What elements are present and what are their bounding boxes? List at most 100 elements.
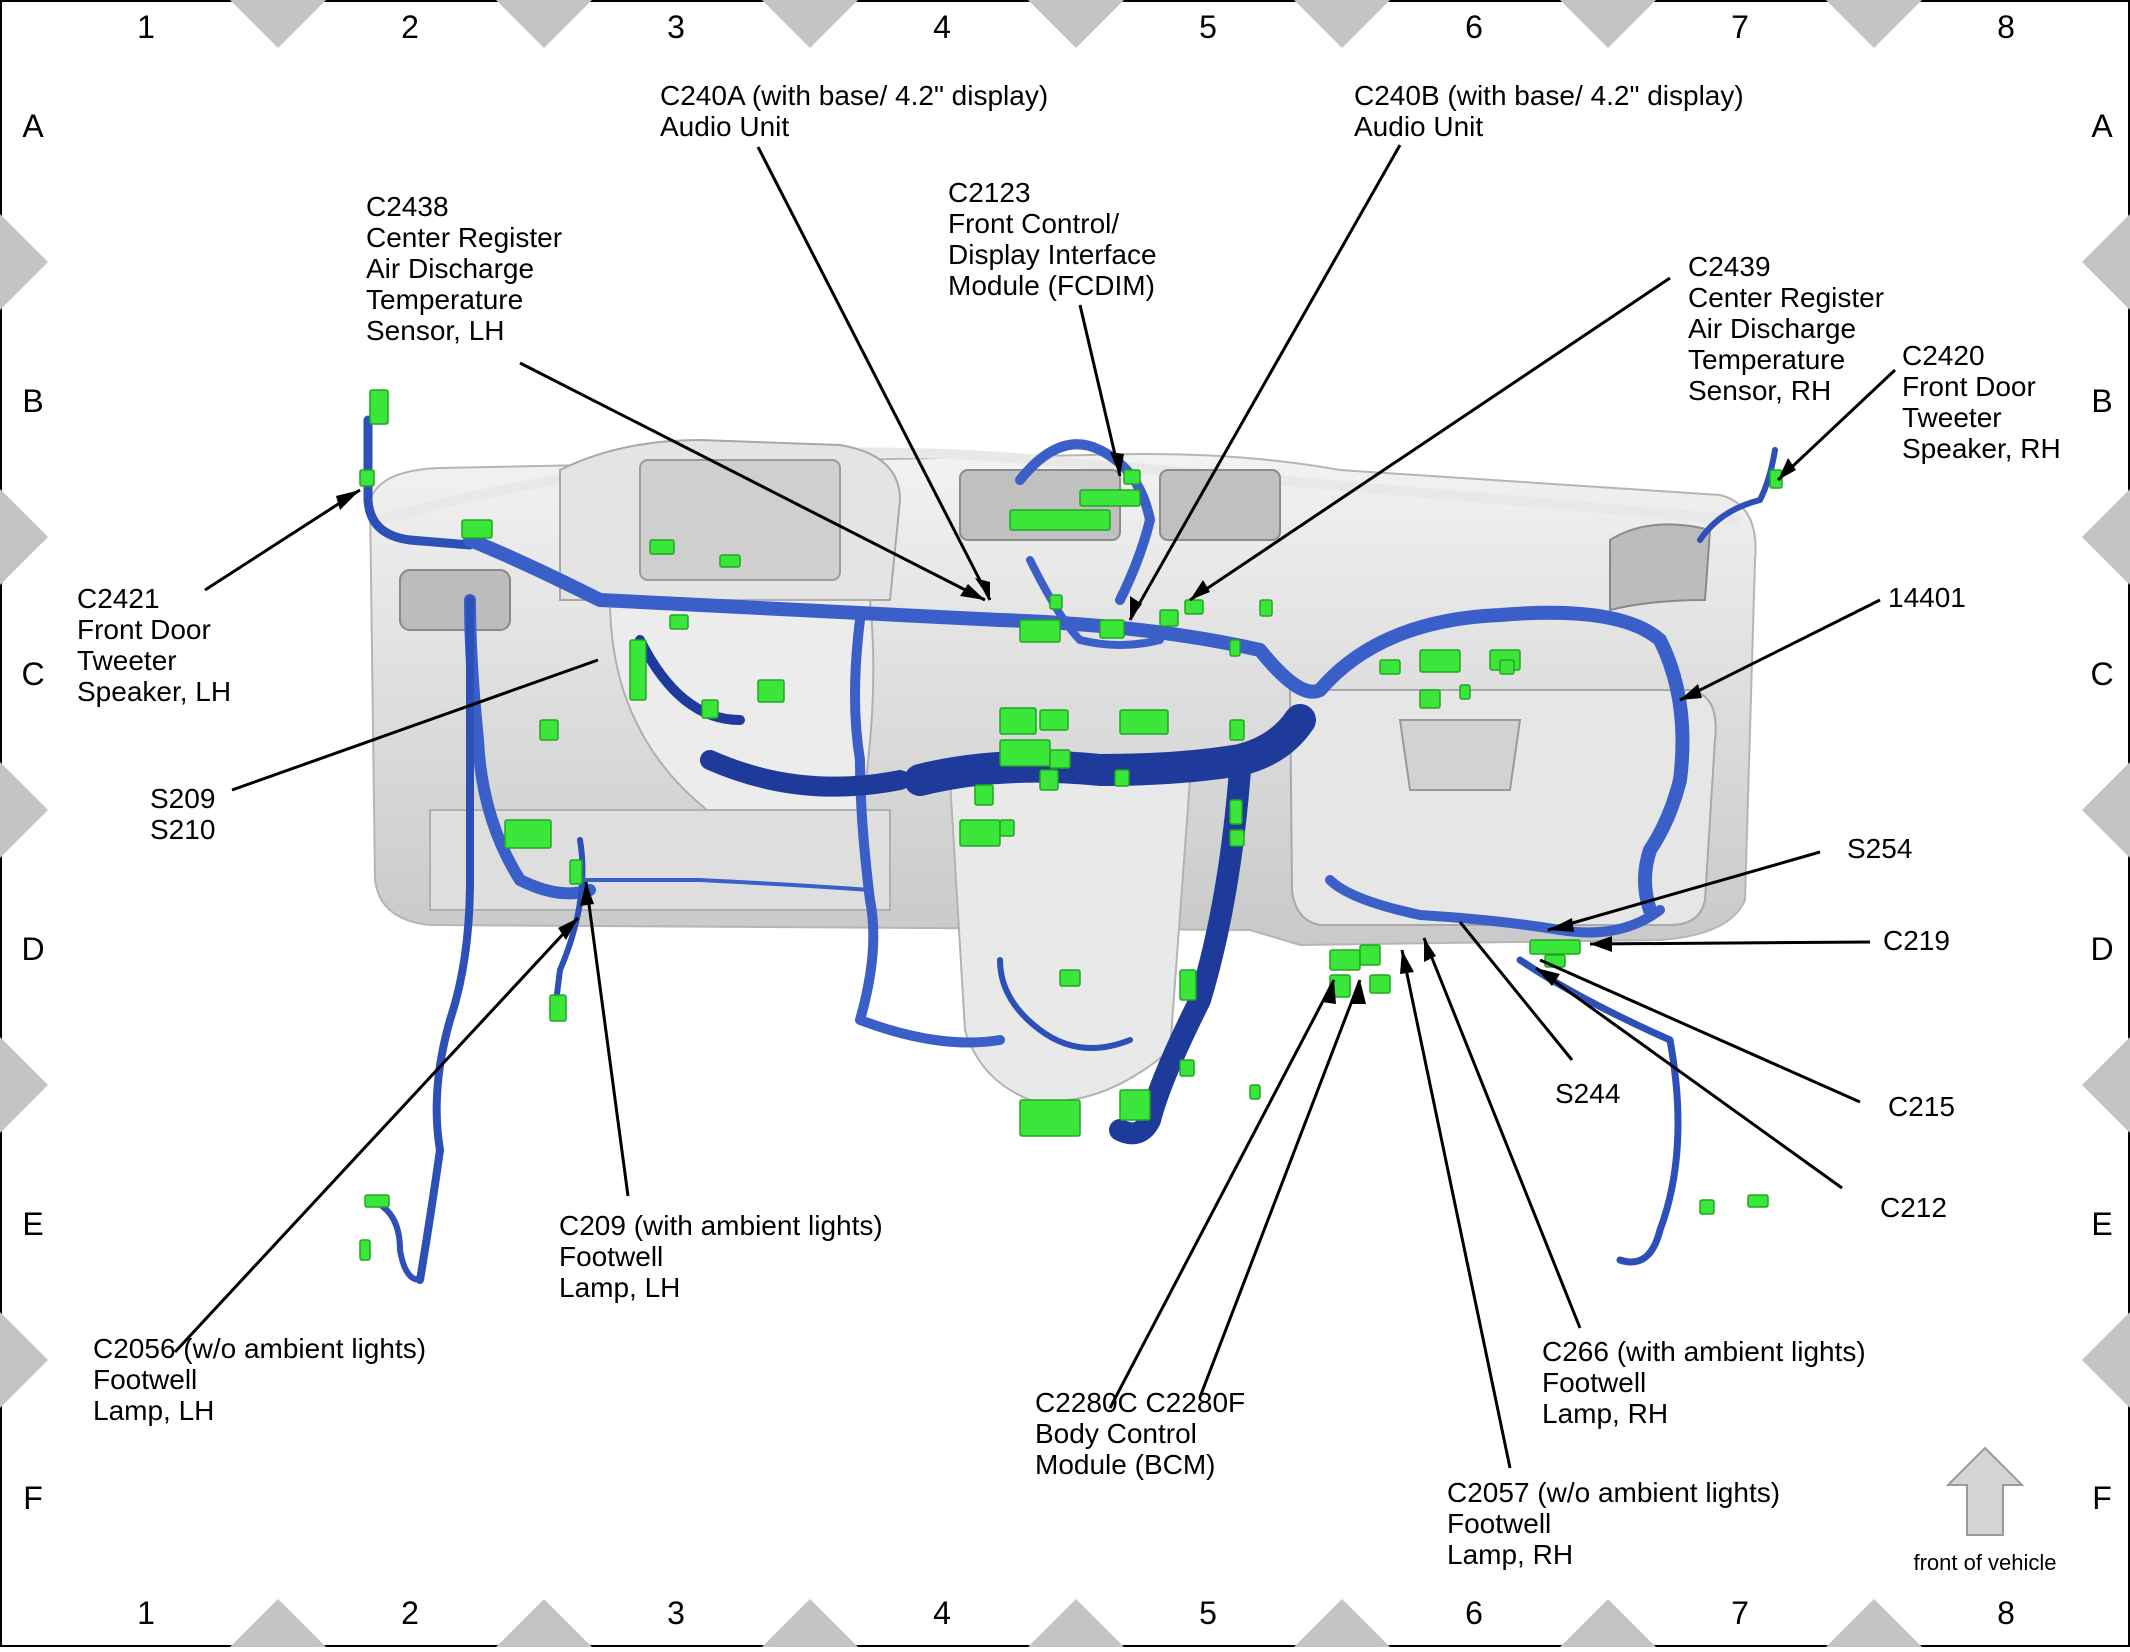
border-marker: [1028, 0, 1124, 48]
border-marker: [1560, 1599, 1656, 1652]
callout-line: Display Interface: [948, 239, 1157, 270]
connector-block: [1049, 749, 1071, 769]
border-marker: [762, 1599, 858, 1652]
callout-c219: C219: [1883, 925, 1950, 956]
leader-arrowheads: [336, 452, 1796, 1004]
callout-line: Front Control/: [948, 208, 1119, 239]
connector-block: [539, 719, 559, 741]
border-marker: [496, 0, 592, 48]
callout-line: Footwell: [1447, 1508, 1551, 1539]
connectors: [359, 389, 1783, 1261]
connector-block: [1119, 709, 1169, 735]
grid-column-label: 6: [1465, 1595, 1483, 1631]
grid-column-label: 4: [933, 1595, 951, 1631]
callout-line: Module (FCDIM): [948, 270, 1155, 301]
border-marker: [2082, 214, 2130, 310]
callout-c2056: C2056 (w/o ambient lights)FootwellLamp, …: [93, 1333, 426, 1426]
callout-line: Tweeter: [77, 645, 177, 676]
callout-line: S244: [1555, 1078, 1620, 1109]
border-marker: [1294, 1599, 1390, 1652]
connector-block: [1419, 689, 1441, 709]
connector-block: [1379, 659, 1401, 675]
connector-block: [1769, 469, 1783, 489]
grid-row-label: B: [22, 383, 43, 419]
connector-block: [569, 859, 583, 885]
callout-line: Tweeter: [1902, 402, 2002, 433]
leader-lines: [173, 144, 1897, 1469]
border-marker: [1560, 0, 1656, 48]
grid-column-label: 7: [1731, 9, 1749, 45]
connector-block: [364, 1194, 390, 1208]
border-marker: [2082, 762, 2130, 858]
connector-block: [1184, 599, 1204, 615]
connector-block: [959, 819, 1001, 847]
border-marker: [0, 1037, 48, 1133]
grid-column-label: 2: [401, 9, 419, 45]
grid-row-label: D: [21, 931, 44, 967]
border-marker: [0, 214, 48, 310]
callout-line: Front Door: [77, 614, 211, 645]
border-marker: [1826, 1599, 1922, 1652]
callout-line: Speaker, LH: [77, 676, 231, 707]
callout-line: Lamp, RH: [1447, 1539, 1573, 1570]
callout-line: Module (BCM): [1035, 1449, 1215, 1480]
callout-line: C266 (with ambient lights): [1542, 1336, 1866, 1367]
callout-s254: S254: [1847, 833, 1912, 864]
grid-row-label: E: [22, 1206, 43, 1242]
grid-column-label: 2: [401, 1595, 419, 1631]
front-of-vehicle-label: front of vehicle: [1913, 1550, 2056, 1575]
connector-block: [1229, 639, 1241, 657]
connector-block: [1019, 1099, 1081, 1137]
border-marker: [1294, 0, 1390, 48]
grid-column-label: 7: [1731, 1595, 1749, 1631]
connector-block: [1229, 719, 1245, 741]
grid-row-label: F: [2092, 1480, 2112, 1516]
connector-block: [999, 739, 1051, 767]
callout-line: Sensor, LH: [366, 315, 505, 346]
callout-line: Lamp, LH: [93, 1395, 214, 1426]
border-marker: [1826, 0, 1922, 48]
callout-line: Lamp, LH: [559, 1272, 680, 1303]
border-marker: [2082, 1312, 2130, 1408]
callout-c215: C215: [1888, 1091, 1955, 1122]
connector-block: [1119, 1089, 1151, 1121]
connector-block: [1039, 769, 1059, 791]
grid-row-label: F: [23, 1480, 43, 1516]
connector-block: [719, 554, 741, 568]
connector-block: [1529, 939, 1581, 955]
callout-line: C240A (with base/ 4.2" display): [660, 80, 1048, 111]
connector-block: [1019, 619, 1061, 643]
callout-line: 14401: [1888, 582, 1966, 613]
border-marker: [2082, 489, 2130, 585]
connector-block: [1179, 1059, 1195, 1077]
connector-block: [974, 784, 994, 806]
callout-line: C2056 (w/o ambient lights): [93, 1333, 426, 1364]
callout-line: Footwell: [93, 1364, 197, 1395]
front-arrow-icon: [1945, 1446, 2025, 1536]
callout-line: Front Door: [1902, 371, 2036, 402]
callout-line: S210: [150, 814, 215, 845]
connector-block: [1369, 974, 1391, 994]
border-marker: [0, 1312, 48, 1408]
border-marker: [0, 762, 48, 858]
callout-line: C240B (with base/ 4.2" display): [1354, 80, 1744, 111]
callout-s244: S244: [1555, 1078, 1620, 1109]
connector-block: [1459, 684, 1471, 700]
callout-c2057: C2057 (w/o ambient lights)FootwellLamp, …: [1447, 1477, 1780, 1570]
callout-h14401: 14401: [1888, 582, 1966, 613]
callout-line: Body Control: [1035, 1418, 1197, 1449]
connector-block: [1099, 619, 1125, 639]
callout-line: Footwell: [1542, 1367, 1646, 1398]
connector-block: [1059, 969, 1081, 987]
grid-row-label: E: [2091, 1206, 2112, 1242]
connector-block: [1049, 594, 1063, 610]
callout-c266: C266 (with ambient lights)FootwellLamp, …: [1542, 1336, 1866, 1429]
dashboard-illustration: [368, 438, 1757, 1103]
callout-line: Center Register: [366, 222, 562, 253]
border-marker: [762, 0, 858, 48]
